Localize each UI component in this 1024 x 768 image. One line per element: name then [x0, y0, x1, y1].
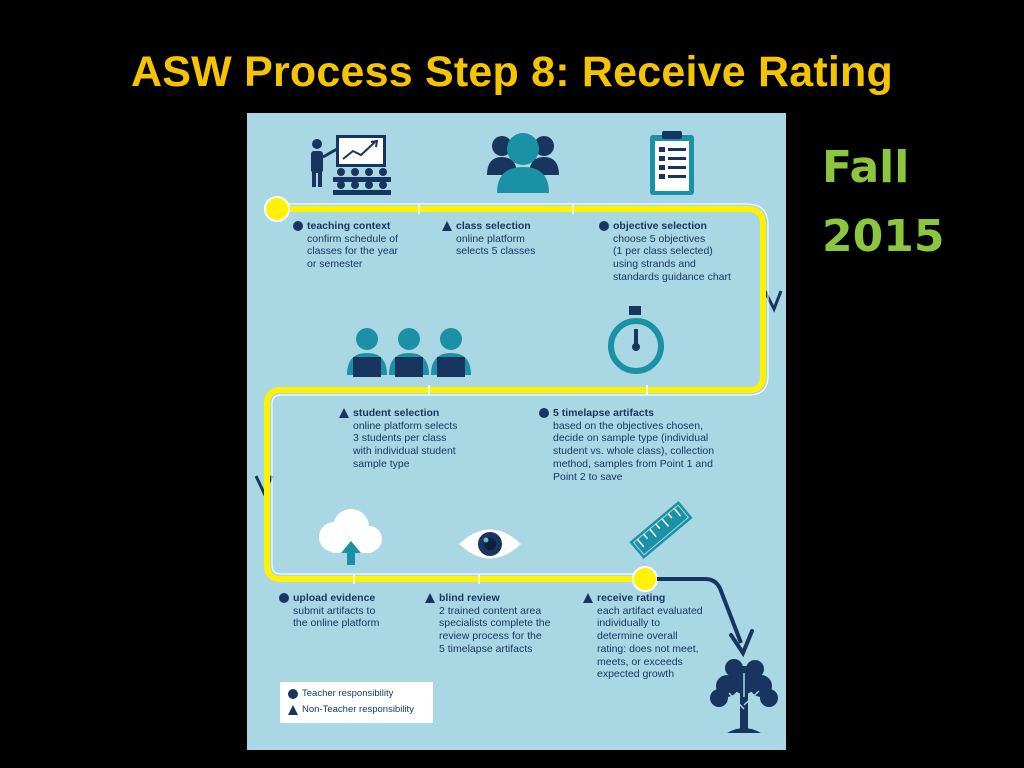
teacher-responsibility-marker [539, 408, 553, 419]
slide-title: ASW Process Step 8: Receive Rating [131, 48, 893, 96]
cloud-upload-icon [319, 509, 382, 565]
eye-icon [459, 529, 521, 559]
step-description: submit artifacts to the online platform [293, 604, 380, 630]
non-teacher-responsibility-marker [425, 593, 439, 604]
legend: Teacher responsibility Non-Teacher respo… [280, 682, 433, 723]
process-path-highlight [271, 203, 769, 575]
step-receive-rating: receive rating each artifact evaluated i… [583, 592, 723, 681]
arrow-head-icon [729, 629, 754, 658]
step-description: 2 trained content area specialists compl… [439, 604, 551, 655]
rating-arrow-line [657, 577, 743, 644]
legend-item-non-teacher: Non-Teacher responsibility [288, 704, 414, 715]
year-label: 2015 [822, 211, 945, 262]
legend-label: Non-Teacher responsibility [302, 704, 414, 715]
legend-item-teacher: Teacher responsibility [288, 688, 393, 699]
students-at-laptops-icon [347, 328, 471, 377]
process-path-art [254, 131, 783, 733]
legend-label: Teacher responsibility [302, 688, 394, 699]
process-infographic: teaching context confirm schedule of cla… [247, 113, 786, 750]
teacher-classroom-icon [311, 135, 391, 195]
step-title: objective selection [613, 220, 707, 232]
teacher-responsibility-marker [279, 593, 293, 604]
ruler-icon [629, 501, 693, 559]
step-description: online platform selects 5 classes [456, 232, 536, 258]
path-start-dot [264, 196, 290, 222]
group-icon [487, 133, 559, 193]
step-timelapse-artifacts: 5 timelapse artifacts based on the objec… [539, 407, 739, 483]
process-path [264, 206, 766, 582]
triangle-marker-icon [288, 704, 302, 715]
step-title: teaching context [307, 220, 391, 232]
path-end-dot [632, 566, 658, 592]
step-description: confirm schedule of classes for the year… [307, 232, 399, 271]
step-title: student selection [353, 407, 440, 419]
non-teacher-responsibility-marker [442, 221, 456, 232]
step-blind-review: blind review 2 trained content area spec… [425, 592, 600, 656]
step-class-selection: class selection online platform selects … [442, 220, 617, 258]
step-teaching-context: teaching context confirm schedule of cla… [293, 220, 468, 271]
step-description: online platform selects 3 students per c… [353, 419, 458, 470]
step-student-selection: student selection online platform select… [339, 407, 514, 471]
tree-icon [710, 659, 778, 733]
step-description: based on the objectives chosen, decide o… [553, 419, 715, 483]
teacher-responsibility-marker [599, 221, 613, 232]
step-objective-selection: objective selection choose 5 objectives … [599, 220, 774, 284]
non-teacher-responsibility-marker [339, 408, 353, 419]
season-label: Fall [822, 142, 910, 193]
step-title: 5 timelapse artifacts [553, 407, 654, 419]
teacher-responsibility-marker [293, 221, 307, 232]
step-description: each artifact evaluated individually to … [597, 604, 703, 681]
non-teacher-responsibility-marker [583, 593, 597, 604]
step-title: receive rating [597, 592, 666, 604]
step-title: class selection [456, 220, 531, 232]
step-upload-evidence: upload evidence submit artifacts to the … [279, 592, 454, 630]
step-title: upload evidence [293, 592, 376, 604]
circle-marker-icon [288, 688, 302, 699]
step-description: choose 5 objectives (1 per class selecte… [613, 232, 731, 283]
clipboard-checklist-icon [650, 131, 694, 195]
step-title: blind review [439, 592, 500, 604]
stopwatch-icon [608, 306, 664, 374]
path-ticks [353, 204, 648, 584]
